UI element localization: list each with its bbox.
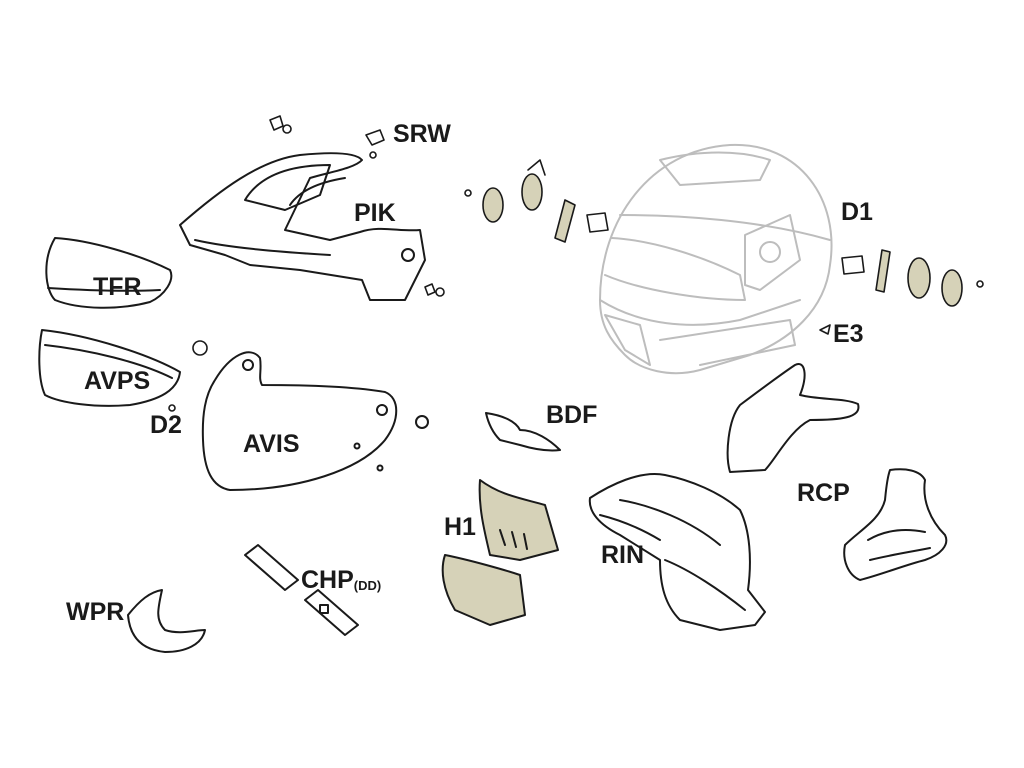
label-e3: E3	[833, 320, 864, 348]
label-chp-suffix: (DD)	[353, 578, 382, 593]
label-chp-main: CHP	[301, 566, 354, 594]
d2-part	[168, 340, 208, 412]
cheek-pad-upper	[726, 363, 860, 473]
label-rcp: RCP	[797, 479, 850, 507]
d1-parts-left	[464, 159, 609, 243]
rcp-part	[843, 468, 948, 581]
label-d1: D1	[841, 198, 873, 226]
label-h1: H1	[444, 513, 476, 541]
label-wpr: WPR	[66, 598, 125, 626]
label-avps: AVPS	[84, 367, 151, 395]
label-pik: PIK	[354, 199, 396, 227]
chp-part	[244, 544, 359, 636]
peak-part	[179, 152, 426, 301]
label-srw: SRW	[393, 120, 451, 148]
label-d2: D2	[150, 411, 182, 439]
label-avis: AVIS	[243, 430, 300, 458]
tfr-part	[45, 237, 173, 309]
srw-screw-parts	[269, 115, 445, 297]
helmet-shell	[599, 143, 833, 375]
label-tfr: TFR	[93, 273, 142, 301]
bdf-part	[485, 412, 561, 452]
d1-parts-right	[841, 249, 984, 307]
avis-part	[201, 351, 429, 491]
e3-part	[819, 324, 831, 335]
label-bdf: BDF	[546, 401, 598, 429]
wpr-part	[127, 589, 206, 653]
h1-part	[441, 479, 559, 626]
avps-part	[38, 329, 181, 407]
rin-part	[588, 473, 766, 631]
label-chp: CHP(DD)	[301, 568, 381, 593]
label-rin: RIN	[601, 541, 645, 569]
